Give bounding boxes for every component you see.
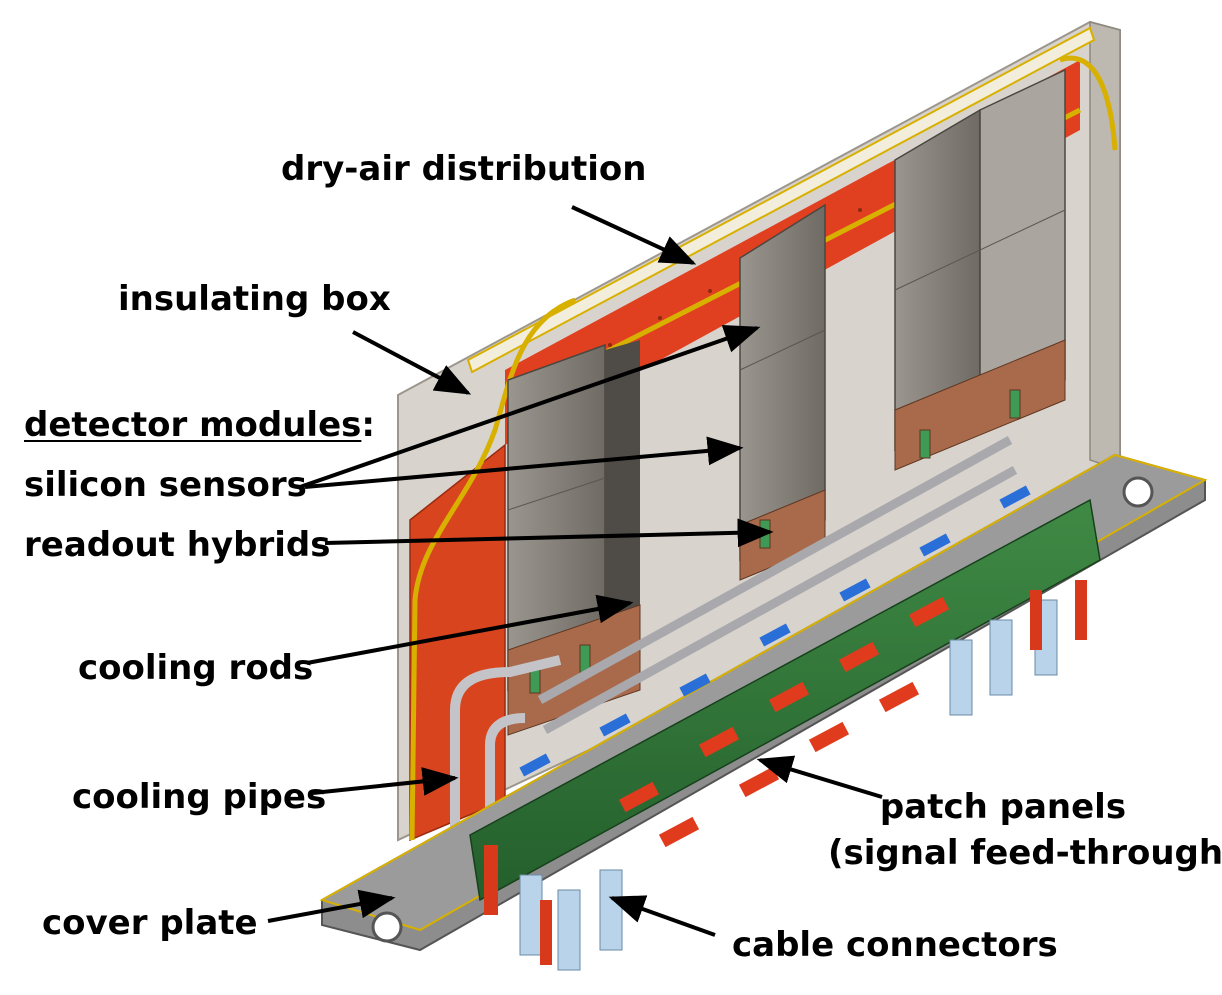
cable-connectors — [519, 599, 1058, 971]
cooling-pipe-2 — [485, 713, 526, 850]
label-cable-connectors: cable connectors — [732, 925, 1058, 965]
label-patch-panels: patch panels — [879, 787, 1127, 827]
label-detector-modules-line: detector modules: — [24, 408, 375, 442]
label-cover-plate: cover plate — [42, 903, 258, 943]
label-insulating-box: insulating box — [118, 279, 391, 319]
label-readout-hybrids: readout hybrids — [24, 525, 331, 565]
label-silicon-sensors: silicon sensors — [24, 465, 307, 505]
blue-connectors — [519, 485, 1031, 777]
cover-plate-hole-2 — [371, 911, 403, 943]
label-cooling-pipes: cooling pipes — [72, 777, 327, 817]
label-cooling-rods: cooling rods — [78, 648, 314, 688]
label-dry-air-distribution: dry-air distribution — [281, 149, 647, 189]
cooling-pipe — [450, 655, 562, 830]
yellow-cable-top — [1059, 55, 1118, 151]
cable-connector-red — [484, 580, 1087, 965]
label-signal-feed-through: (signal feed-through) — [828, 833, 1222, 873]
label-detector-modules: detector modules — [24, 405, 362, 445]
patch-panel-connectors — [618, 596, 950, 848]
label-detector-modules-colon: : — [361, 405, 375, 445]
cover-plate-hole — [1122, 476, 1154, 508]
